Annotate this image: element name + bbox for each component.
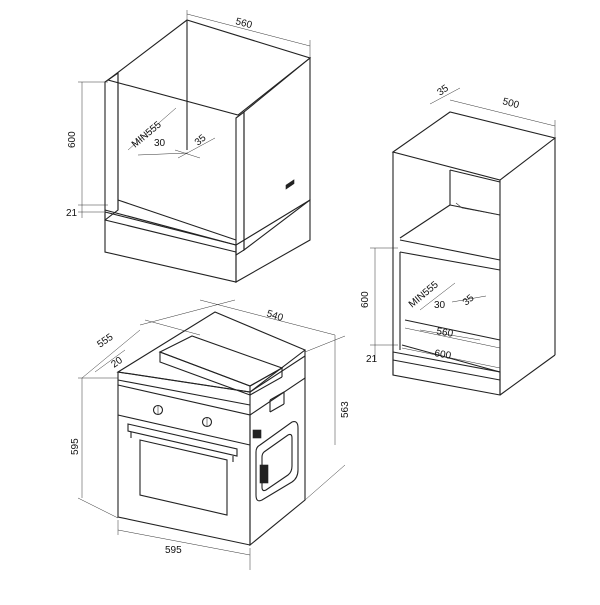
cab2-gap-b-label: 35 [461,292,477,308]
cab1-gap-a-label: 30 [154,138,166,149]
built-in-oven [77,179,346,570]
cab2-height-label: 600 [360,291,371,308]
oven-height-label: 595 [70,438,81,455]
oven-side-height-label: 563 [340,401,351,418]
oven-front-width-label: 595 [165,545,182,556]
cab1-width-label: 560 [234,16,253,31]
oven-top-width-label: 540 [265,308,285,324]
oven-depth-label: 555 [95,332,115,351]
cab2-gap-a-label: 30 [434,300,446,311]
cab1-gap-b-label: 35 [193,132,209,148]
cab1-height-label: 600 [67,131,78,148]
cab2-base-label: 21 [366,354,378,365]
tall-cabinet [370,87,557,396]
cab2-top-width-label: 500 [501,96,520,111]
cab2-top-offset-label: 35 [435,83,451,99]
oven-panel-label: 20 [109,355,125,371]
under-counter-cabinet [78,10,312,283]
cab1-base-label: 21 [66,208,78,219]
cab2-inner-width-label: 560 [435,326,454,340]
cab2-outer-width-label: 600 [433,348,452,362]
